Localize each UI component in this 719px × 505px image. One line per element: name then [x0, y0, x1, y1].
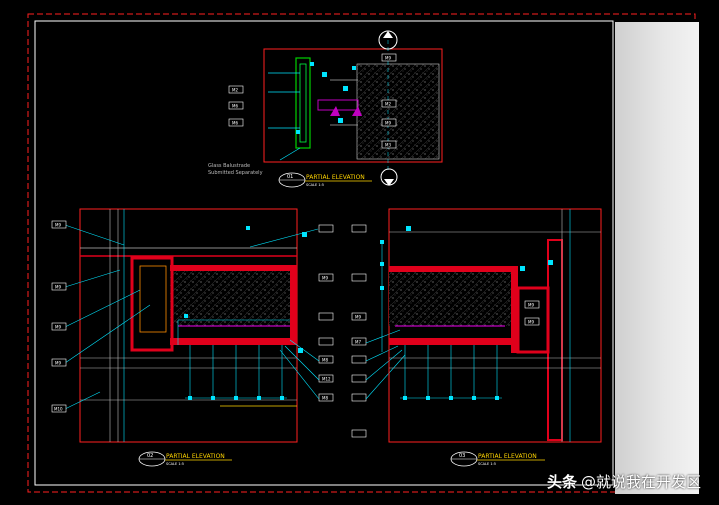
- detail-03-tags: M9 M9: [524, 300, 540, 326]
- detail-01-scale: SCALE 1:5: [306, 183, 324, 187]
- detail-01-north-marker: [378, 30, 398, 186]
- detail-03-drawing: [380, 208, 602, 443]
- sheet-inner-border: [34, 20, 614, 486]
- detail-01-number: 01: [287, 174, 293, 180]
- tag-top-6: M9: [385, 121, 391, 126]
- tag-mid-2: M9: [355, 315, 361, 320]
- tag-mid-5: M12: [322, 377, 331, 382]
- detail-01-tags: M2 M6 M6 M9 M2 M9 M3: [228, 53, 397, 149]
- detail-02-number: 02: [147, 453, 153, 459]
- detail-01-title-block: 01 PARTIAL ELEVATION SCALE 1:5: [278, 172, 372, 188]
- tag-left-4: M9: [55, 361, 61, 366]
- tag-left-2: M9: [55, 285, 61, 290]
- detail-02-scale: SCALE 1:5: [166, 462, 184, 466]
- tag-mid-6: M8: [322, 396, 328, 401]
- detail-02-drawing: [64, 208, 319, 443]
- watermark-text: @就说我在开发区: [580, 473, 701, 491]
- balustrade-note-line1: Glass Balustrade: [208, 163, 250, 169]
- tag-top-1: M2: [232, 88, 238, 93]
- tag-mid-3: M7: [355, 340, 361, 345]
- detail-02-title: PARTIAL ELEVATION: [166, 453, 225, 460]
- detail-02-03-tag-columns: M9 M9 M7 M8 M12 M8: [279, 224, 406, 438]
- detail-03-number: 03: [459, 453, 465, 459]
- watermark-logo: 头条: [546, 473, 577, 491]
- title-block-panel: [615, 22, 699, 494]
- tag-mid-1: M9: [322, 276, 328, 281]
- tag-top-2: M6: [232, 104, 238, 109]
- watermark: 头条@就说我在开发区: [547, 471, 701, 492]
- tag-left-5: M10: [54, 407, 63, 412]
- tag-top-5: M2: [385, 102, 391, 107]
- detail-03-scale: SCALE 1:5: [478, 462, 496, 466]
- balustrade-note-line2: Submitted Separately: [208, 170, 263, 176]
- tag-top-3: M6: [232, 121, 238, 126]
- tag-left-1: M9: [55, 223, 61, 228]
- tag-right-1: M9: [528, 303, 534, 308]
- tag-mid-4: M8: [322, 358, 328, 363]
- detail-03-title-block: 03 PARTIAL ELEVATION SCALE 1:5: [450, 451, 545, 467]
- detail-01-drawing: [263, 40, 443, 170]
- detail-02-tags: M9 M9 M9 M9 M10: [51, 220, 67, 413]
- detail-03-title: PARTIAL ELEVATION: [478, 453, 537, 460]
- tag-top-4: M9: [385, 56, 391, 61]
- detail-02-title-block: 02 PARTIAL ELEVATION SCALE 1:5: [138, 451, 232, 467]
- tag-right-2: M9: [528, 320, 534, 325]
- tag-top-7: M3: [385, 143, 391, 148]
- detail-01-title: PARTIAL ELEVATION: [306, 174, 365, 181]
- tag-left-3: M9: [55, 325, 61, 330]
